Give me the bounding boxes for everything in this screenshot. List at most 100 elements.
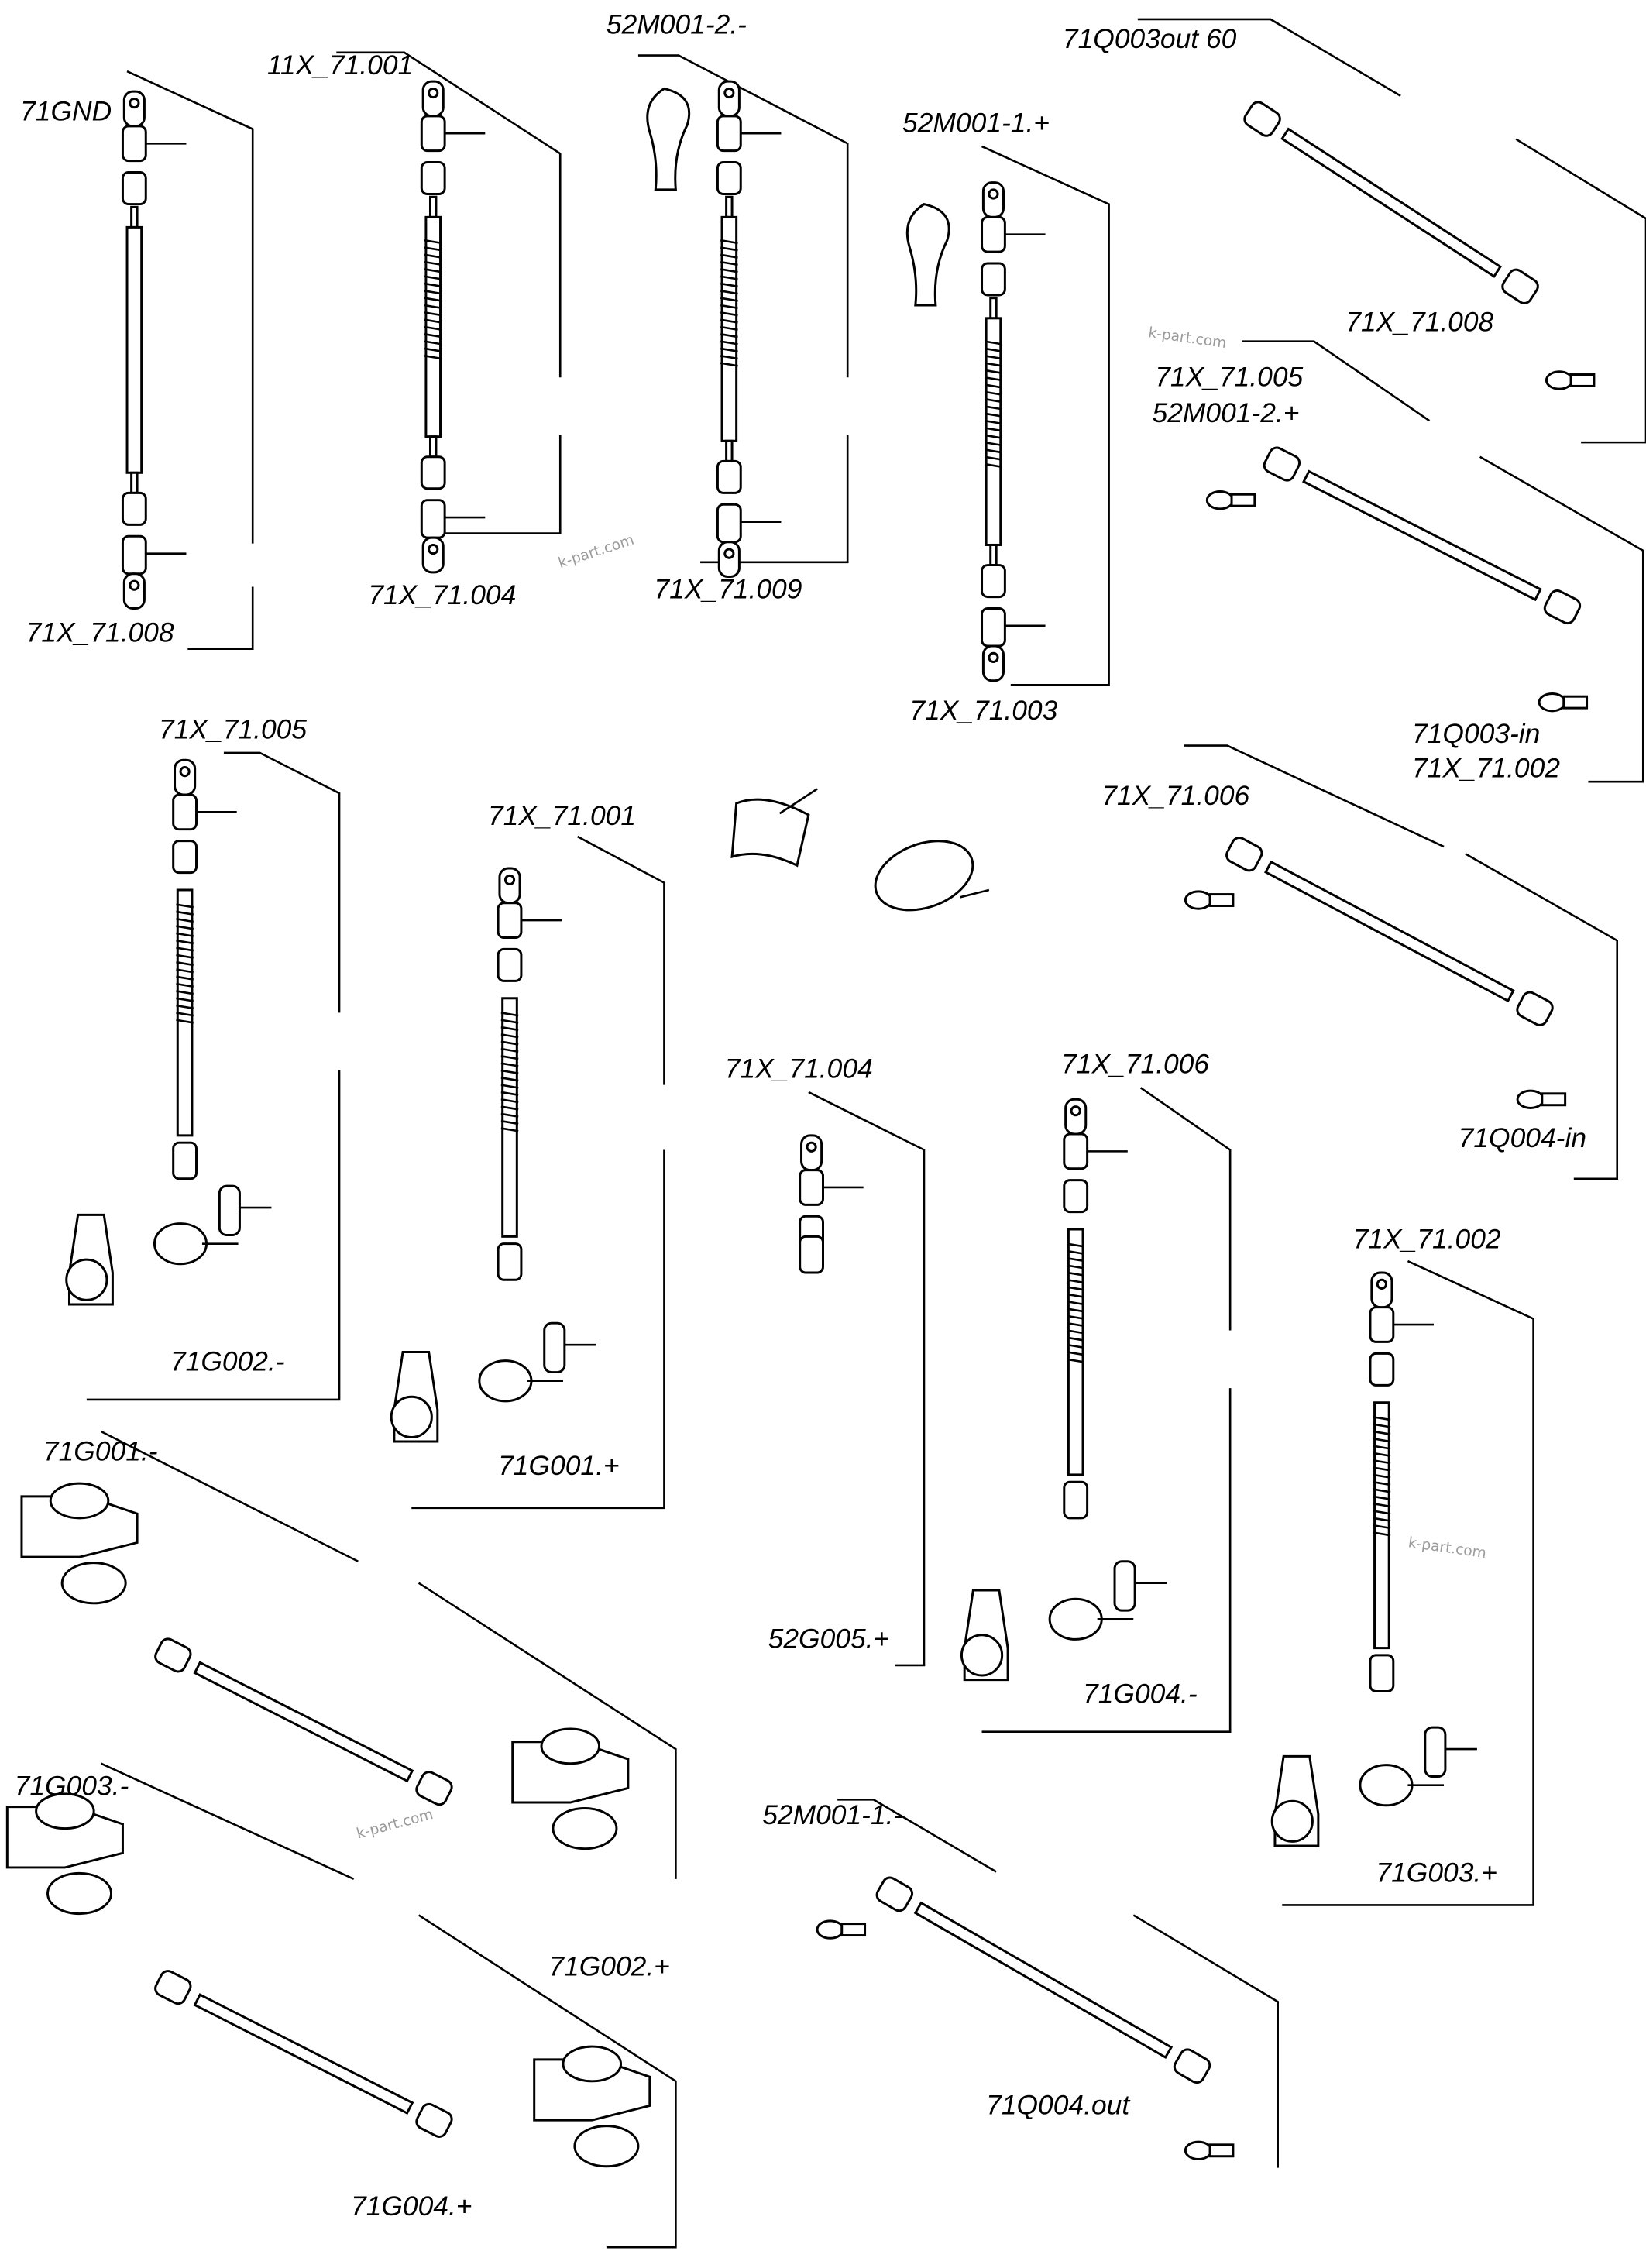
- spring-coil: [500, 1047, 519, 1053]
- spring-coil: [985, 383, 1002, 389]
- sleeve: [1173, 2048, 1211, 2084]
- battery-terminal: [960, 1560, 1167, 1682]
- ring-lug: [981, 644, 1005, 682]
- small-ring-lug: [1516, 1089, 1567, 1109]
- small-ring-lug: [816, 1919, 867, 1940]
- cover-opening: [35, 1792, 95, 1830]
- wire: [193, 1993, 414, 2115]
- spring-coil: [176, 917, 194, 923]
- label-71g001-plus: 71G001.+: [498, 1450, 620, 1481]
- ring: [1184, 890, 1213, 910]
- label-71x-71-008-left: 71X_71.008: [26, 617, 174, 648]
- sleeve: [1263, 446, 1301, 482]
- label-71g003-minus: 71G003.-: [15, 1771, 129, 1802]
- cable-tie: [874, 840, 974, 912]
- small-ring-lug: [1205, 490, 1256, 510]
- wire-core: [989, 543, 998, 567]
- bracket-line: [1515, 138, 1646, 444]
- ring: [1205, 490, 1235, 510]
- bracket-line: [418, 1914, 677, 2249]
- spring-coil: [424, 260, 442, 266]
- spring-coil: [1067, 1271, 1085, 1277]
- lug-hole: [723, 548, 735, 559]
- spring-coil: [985, 427, 1002, 432]
- bracket-line: [700, 435, 849, 564]
- sleeve: [1501, 268, 1539, 304]
- label-52m001-1-minus: 52M001-1.-: [762, 1799, 902, 1830]
- spring-coil: [500, 1026, 519, 1032]
- spring-coil: [1373, 1430, 1391, 1436]
- spring-coil: [985, 462, 1002, 469]
- spring-coil: [176, 947, 194, 952]
- wire: [913, 1901, 1174, 2060]
- ring-shank: [840, 1923, 867, 1937]
- leader-line: [778, 788, 818, 815]
- watermarks: k-part.com k-part.com k-part.com k-part.…: [355, 325, 1487, 1842]
- spring-coil: [424, 282, 442, 288]
- insulating-tape: [730, 798, 810, 868]
- ring: [1545, 370, 1574, 390]
- bracket-line: [1242, 340, 1431, 422]
- bracket-line: [187, 586, 254, 650]
- spring-coil: [985, 434, 1002, 439]
- spring-coil: [424, 290, 442, 295]
- bracket-line: [86, 1070, 341, 1401]
- sleeve: [420, 161, 446, 196]
- spring-coil: [424, 275, 442, 280]
- bracket-line: [1465, 853, 1619, 1180]
- spring-coil: [985, 419, 1002, 425]
- ring-shank: [1562, 695, 1589, 710]
- boot-body: [646, 87, 691, 191]
- ring-lug: [498, 867, 521, 905]
- label-71x-71-003: 71X_71.003: [909, 695, 1057, 726]
- sleeve: [716, 161, 742, 196]
- sleeve: [497, 1242, 523, 1281]
- wire: [193, 1661, 414, 1783]
- terminal-cover-opening: [390, 1395, 433, 1438]
- bracket-line: [1132, 1914, 1279, 2168]
- sleeve: [875, 1876, 914, 1912]
- rubber-boot: [905, 202, 950, 307]
- vertical-cable-assembly: [121, 90, 187, 610]
- sleeve: [121, 171, 147, 206]
- sleeve: [497, 947, 523, 982]
- spring-coil: [1373, 1438, 1391, 1443]
- spring-coil: [500, 1019, 519, 1024]
- spring-coil: [985, 405, 1002, 411]
- sleeve: [1516, 991, 1554, 1026]
- bracket-line: [418, 1582, 677, 1879]
- label-71x-71-005-left: 71X_71.005: [159, 713, 307, 744]
- bracket-line: [1137, 18, 1401, 97]
- label-71x-71-004-top: 71X_71.004: [368, 579, 516, 610]
- spring-coil: [1373, 1488, 1391, 1493]
- sleeve: [121, 125, 147, 163]
- ring-shank: [1208, 893, 1235, 907]
- terminal-cable-assembly: [1063, 1098, 1128, 1520]
- spring-coil: [1373, 1524, 1391, 1530]
- spring-coil: [720, 239, 738, 245]
- leader-line: [960, 888, 990, 899]
- bracket-line: [837, 1799, 997, 1873]
- rubber-boot: [646, 87, 691, 191]
- sleeve: [981, 564, 1006, 599]
- wire: [1264, 860, 1515, 1003]
- spring-coil: [424, 325, 442, 332]
- ring-lug: [1064, 1098, 1088, 1136]
- spring-coil: [500, 1119, 519, 1125]
- spring-coil: [176, 925, 194, 930]
- spring-coil: [720, 304, 738, 310]
- bracket-line: [1282, 1259, 1534, 1906]
- spring-coil: [1373, 1452, 1391, 1457]
- lug-hole: [129, 579, 140, 591]
- sleeve: [799, 1169, 824, 1206]
- label-71q003-in: 71Q003-in: [1412, 718, 1540, 749]
- spring-coil: [500, 1012, 519, 1017]
- ring-lug: [717, 80, 741, 118]
- spring-coil: [424, 340, 442, 345]
- spring-coil: [985, 376, 1002, 382]
- bracket-line: [981, 1388, 1232, 1734]
- spring-coil: [424, 311, 442, 317]
- spring-coil: [176, 954, 194, 959]
- label-71x-71-009: 71X_71.009: [654, 573, 802, 604]
- label-71x-71-005-top: 71X_71.005: [1155, 361, 1303, 392]
